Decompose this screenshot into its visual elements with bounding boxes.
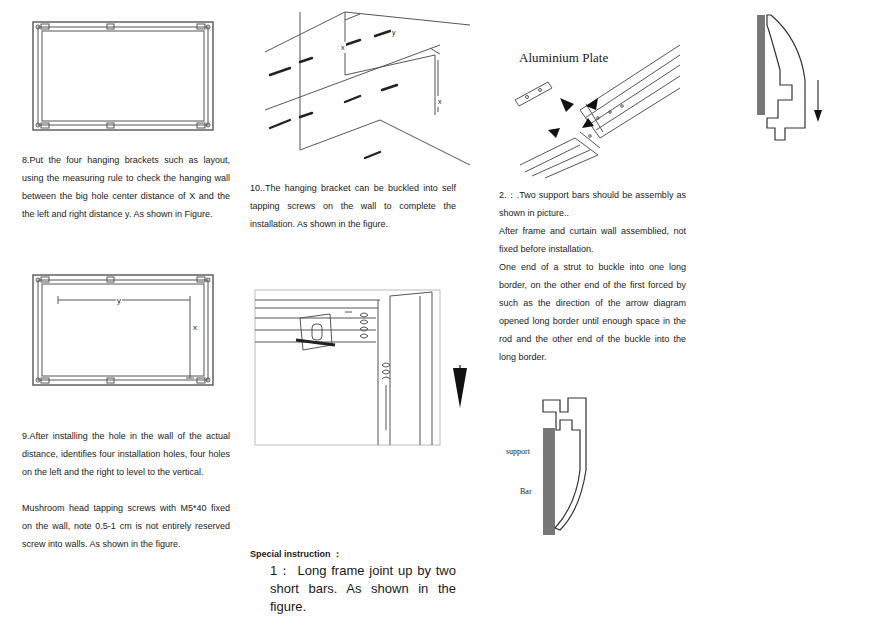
dimension-label: y (391, 27, 397, 38)
instruction-text: Mushroom head tapping screws with M5*40 … (22, 499, 230, 553)
part-name: support (505, 446, 531, 458)
instruction-text: 9.After installing the hole in the wall … (22, 427, 230, 481)
instruction-text: After frame and curtain wall assemblied,… (499, 222, 686, 258)
part-name: Aluminium Plate (519, 50, 608, 66)
instruction-text: 2.：.Two support bars should be assembly … (499, 186, 686, 222)
part-name: Bar (519, 486, 533, 498)
instruction-text: 10..The hanging bracket can be buckled i… (250, 179, 456, 233)
dimension-label: y (116, 295, 122, 306)
section-heading: Special instruction ： (250, 545, 342, 563)
instruction-text: 8.Put the four hanging brackets such as … (22, 151, 230, 223)
instruction-text: 1： Long frame joint up by two short bars… (270, 562, 456, 616)
instruction-text: One end of a strut to buckle into one lo… (499, 258, 686, 366)
dimension-label: x (192, 322, 198, 333)
dimension-label: x (340, 42, 346, 53)
dimension-label: x (437, 96, 443, 107)
